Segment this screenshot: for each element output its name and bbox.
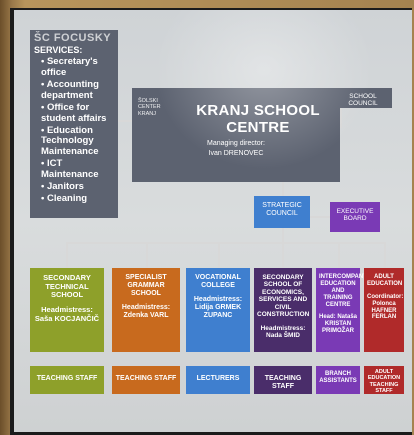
connector-line bbox=[282, 242, 284, 268]
unit-box: INTERCOMPANY EDUCATION AND TRAINING CENT… bbox=[316, 268, 368, 352]
services-list: Secretary's office Accounting department… bbox=[34, 56, 114, 205]
unit-name: ADULT EDUCATION bbox=[367, 274, 403, 287]
centre-title: KRANJ SCHOOL CENTRE bbox=[196, 102, 320, 137]
unit-head: Coordinator: Polonca HAFNER FERLAN bbox=[367, 293, 404, 321]
unit-name: SECONDARY SCHOOL OF ECONOMICS, SERVICES … bbox=[257, 274, 310, 319]
connector-line bbox=[282, 228, 284, 242]
director-role: Managing director: bbox=[207, 140, 265, 147]
services-box: ŠC FOCUSKY SERVICES: Secretary's office … bbox=[30, 30, 118, 218]
service-item: Secretary's office bbox=[41, 56, 114, 79]
connector-line bbox=[118, 120, 132, 122]
unit-name: SECONDARY TECHNICAL SCHOOL bbox=[43, 273, 91, 300]
school-logo: ŠOLSKI CENTER KRANJ bbox=[138, 98, 161, 117]
service-item: ICT Maintenance bbox=[41, 158, 114, 181]
services-header: SERVICES: bbox=[34, 44, 83, 55]
connector-line bbox=[282, 182, 284, 196]
staff-box: TEACHING STAFF bbox=[254, 366, 312, 394]
service-item: Education Technology Maintenance bbox=[41, 125, 114, 159]
unit-head: Headmistress: Lidija GRMEK ZUPANC bbox=[193, 296, 243, 320]
unit-head: Headmistress: Nada ŠMID bbox=[260, 324, 306, 340]
connector-line bbox=[66, 242, 386, 244]
service-item: Janitors bbox=[41, 181, 114, 193]
connector-line bbox=[340, 98, 342, 128]
unit-name: VOCATIONAL COLLEGE bbox=[195, 274, 241, 290]
unit-box: SPECIALIST GRAMMAR SCHOOL Headmistress: … bbox=[112, 268, 180, 352]
service-item: Cleaning bbox=[41, 193, 114, 205]
connector-line bbox=[66, 242, 68, 268]
connector-line bbox=[384, 242, 386, 268]
connector-line bbox=[310, 216, 330, 218]
unit-head: Head: Nataša KRISTAN PRIMOŽAR bbox=[319, 314, 358, 335]
staff-box: TEACHING STAFF bbox=[30, 366, 104, 394]
executive-board-box: EXECUTIVE BOARD bbox=[330, 202, 380, 232]
main-centre-box: ŠOLSKI CENTER KRANJ KRANJ SCHOOL CENTRE … bbox=[132, 88, 340, 182]
staff-box: TEACHING STAFF bbox=[112, 366, 180, 394]
unit-head: Headmistress: Zdenka VARL bbox=[121, 304, 171, 320]
unit-head: Headmistress: Saša KOCJANČIČ bbox=[34, 304, 100, 323]
service-item: Office for student affairs bbox=[41, 102, 114, 125]
staff-box: ADULT EDUCATION TEACHING STAFF bbox=[364, 366, 404, 394]
service-item: Accounting department bbox=[41, 79, 114, 102]
director-name: Ivan DRENOVEC bbox=[208, 150, 264, 157]
unit-box: SECONDARY SCHOOL OF ECONOMICS, SERVICES … bbox=[254, 268, 312, 352]
unit-box: ADULT EDUCATION Coordinator: Polonca HAF… bbox=[364, 268, 404, 352]
connector-line bbox=[146, 242, 148, 268]
unit-name: INTERCOMPANY EDUCATION AND TRAINING CENT… bbox=[319, 274, 368, 308]
connector-line bbox=[338, 242, 340, 268]
staff-box: BRANCH ASSISTANTS bbox=[316, 366, 360, 394]
connector-line bbox=[218, 242, 220, 268]
unit-box: SECONDARY TECHNICAL SCHOOL Headmistress:… bbox=[30, 268, 104, 352]
projection-screen: ŠC FOCUSKY SERVICES: Secretary's office … bbox=[14, 10, 412, 432]
school-council-box: SCHOOL COUNCIL bbox=[334, 88, 392, 108]
strategic-council-box: STRATEGIC COUNCIL bbox=[254, 196, 310, 228]
staff-box: LECTURERS bbox=[186, 366, 250, 394]
unit-box: VOCATIONAL COLLEGE Headmistress: Lidija … bbox=[186, 268, 250, 352]
brand-watermark: ŠC FOCUSKY bbox=[34, 32, 112, 44]
unit-name: SPECIALIST GRAMMAR SCHOOL bbox=[125, 274, 167, 298]
